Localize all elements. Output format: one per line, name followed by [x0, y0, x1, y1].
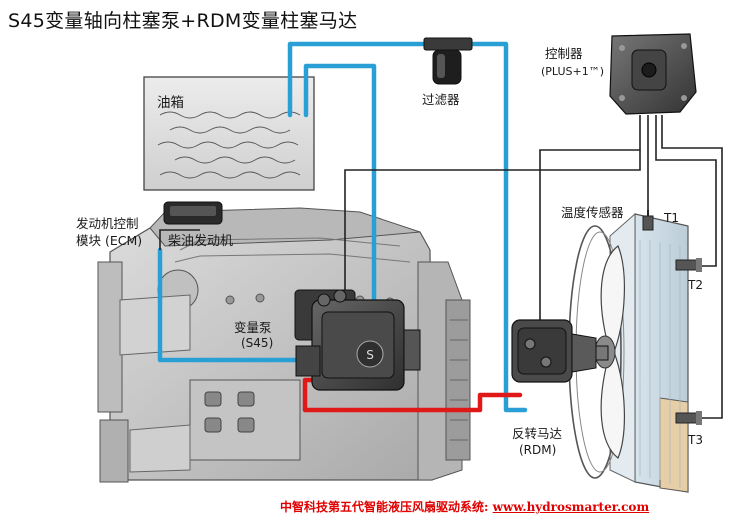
- controller-name-label: 控制器: [545, 46, 583, 61]
- pressure-line: [302, 377, 523, 413]
- diesel-engine: [97, 201, 471, 483]
- t2-label: T2: [688, 278, 703, 292]
- ecm-label-line1: 发动机控制: [76, 216, 139, 231]
- controller-unit: [609, 33, 697, 115]
- t1-label: T1: [664, 211, 679, 225]
- svg-text:S: S: [366, 348, 374, 362]
- motor-name-label: 反转马达: [512, 426, 563, 441]
- pump-name-label: 变量泵: [234, 320, 272, 335]
- page-title: S45变量轴向柱塞泵+RDM变量柱塞马达: [8, 10, 358, 32]
- signal-wires: [159, 115, 723, 419]
- tank-label: 油箱: [157, 95, 184, 111]
- controller-model-label: (PLUS+1™): [541, 65, 605, 78]
- motor-model-label: (RDM): [519, 443, 557, 457]
- footer-text: 中智科技第五代智能液压风扇驱动系统:: [280, 500, 489, 514]
- cooling-fan: [568, 225, 625, 479]
- return-line: [157, 41, 528, 413]
- oil-tank: [143, 76, 315, 191]
- filter-unit: [423, 37, 473, 85]
- variable-pump-s45: S: [294, 289, 421, 391]
- filter-label: 过滤器: [422, 92, 460, 107]
- footer-banner: 中智科技第五代智能液压风扇驱动系统: www.hydrosmarter.com: [280, 498, 649, 515]
- ecm-label-line2: 模块 (ECM): [76, 233, 143, 248]
- sensor-t2: [675, 258, 702, 272]
- footer-url-link[interactable]: www.hydrosmarter.com: [492, 500, 650, 514]
- sensor-t3: [675, 411, 702, 425]
- temp-sensor-label: 温度传感器: [561, 205, 624, 220]
- engine-label: 柴油发动机: [168, 234, 234, 249]
- t3-label: T3: [688, 433, 703, 447]
- reversing-motor-rdm: [511, 319, 609, 383]
- pump-model-label: (S45): [241, 336, 274, 350]
- sensor-t1: [642, 210, 654, 231]
